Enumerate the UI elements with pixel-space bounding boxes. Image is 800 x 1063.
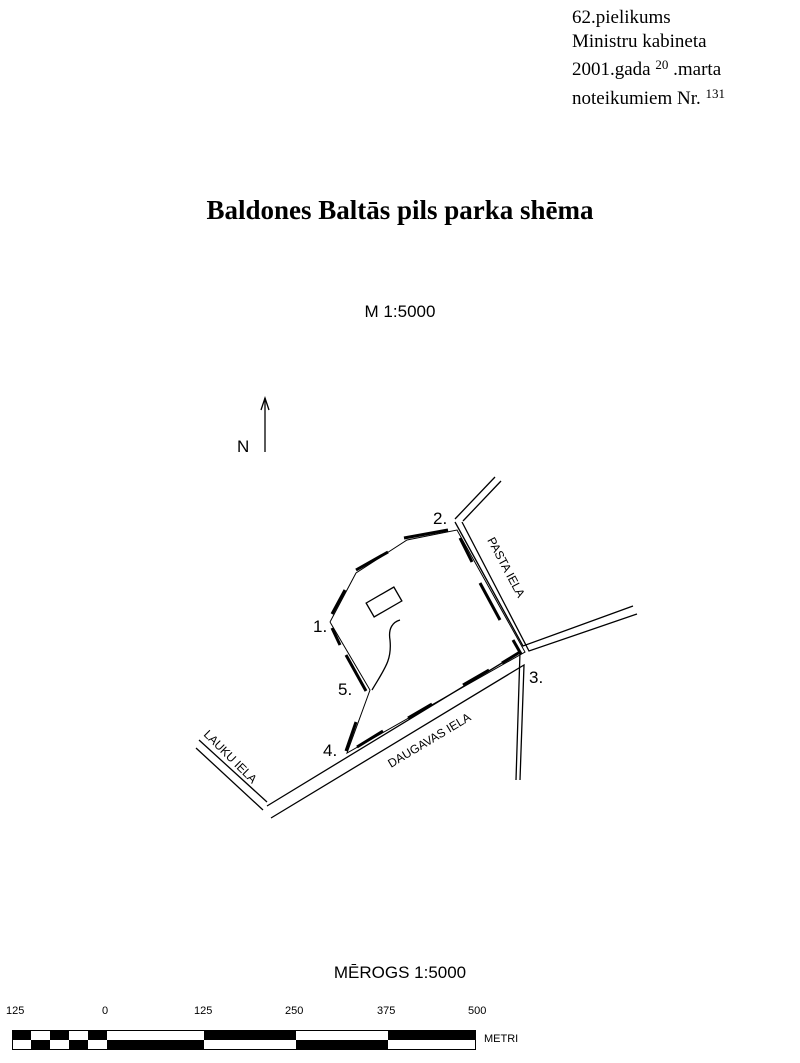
- park-path: [371, 619, 401, 691]
- date-day: 20: [655, 57, 669, 72]
- scale-tick: 0: [102, 1005, 109, 1017]
- page-title: Baldones Baltās pils parka shēma: [206, 195, 594, 225]
- regulation-label: noteikumiem Nr.: [572, 87, 701, 109]
- scale-bar-graphic: [12, 1030, 476, 1050]
- date-year: 2001.gada: [572, 59, 651, 80]
- map-scale: M 1:5000: [364, 302, 436, 321]
- scale-tick: 125: [6, 1005, 25, 1017]
- date-month: .marta: [673, 59, 722, 80]
- park-boundary: [329, 528, 526, 755]
- point-3: 3.: [529, 668, 543, 687]
- castle-building: [365, 586, 403, 618]
- scale-unit: METRI: [484, 1033, 519, 1045]
- point-4: 4.: [323, 741, 337, 760]
- point-1: 1.: [313, 617, 327, 636]
- annex-number: 62.pielikums: [572, 7, 671, 28]
- annex-header: 62.pielikums Ministru kabineta 2001.gada…: [572, 6, 725, 110]
- regulation-line: noteikumiem Nr. 131: [572, 82, 725, 111]
- scale-tick: 125: [194, 1005, 213, 1017]
- issuer: Ministru kabineta: [572, 30, 707, 52]
- point-2: 2.: [433, 509, 447, 528]
- point-5: 5.: [338, 680, 352, 699]
- scale-tick: 500: [468, 1005, 487, 1017]
- scale-tick: 375: [377, 1005, 396, 1017]
- street-lauku-iela: LAUKU IELA: [201, 727, 260, 786]
- roads: [195, 476, 638, 819]
- scale-tick: 250: [285, 1005, 304, 1017]
- north-label: N: [237, 437, 249, 456]
- date-line: 2001.gada 20 .marta: [572, 53, 725, 82]
- scale-bar-title: MĒROGS 1:5000: [333, 963, 467, 982]
- scale-bar: 125 0 125 250 375 500 METRI: [0, 1000, 800, 1060]
- north-arrow-icon: [260, 395, 270, 452]
- regulation-number: 131: [705, 85, 726, 101]
